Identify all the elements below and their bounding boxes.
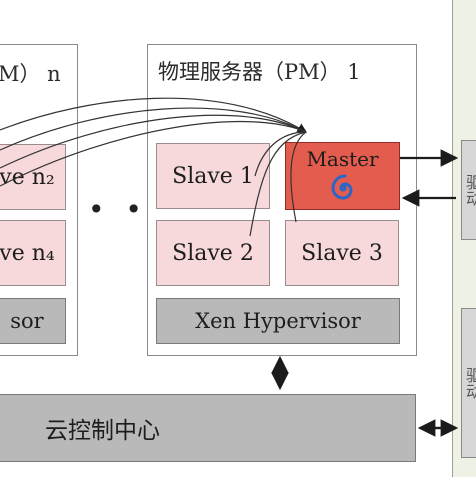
slave-n2-box: ve n₂ (0, 144, 66, 210)
swirl-icon (328, 173, 358, 203)
hypervisor-left: sor (0, 298, 66, 344)
pm-left-title: M） n (0, 62, 61, 86)
link-slave-1-master (254, 131, 307, 177)
link-slave-3-master (290, 131, 307, 223)
link-slave-n2-master (0, 97, 308, 133)
master-label: Master (306, 147, 379, 171)
link-left-b-master (0, 121, 307, 187)
link-slave-n4-master (0, 107, 307, 151)
master-box: Master (285, 142, 400, 210)
link-slave-2-master (249, 131, 307, 237)
slave-3-box: Slave 3 (285, 220, 399, 286)
slave-n4-box: ve n₄ (0, 220, 66, 286)
hypervisor-right: Xen Hypervisor (156, 298, 400, 344)
link-left-a-master (0, 114, 307, 169)
slave-1-box: Slave 1 (156, 143, 270, 209)
driver-box-bottom: 驱动 (461, 308, 476, 458)
pm-right-title: 物理服务器（PM） 1 (158, 60, 361, 84)
driver-box-top: 驱动 (461, 140, 476, 240)
cloud-control-center-label: 云控制中心 (45, 418, 160, 444)
cloud-control-center: 云控制中心 (0, 394, 416, 462)
